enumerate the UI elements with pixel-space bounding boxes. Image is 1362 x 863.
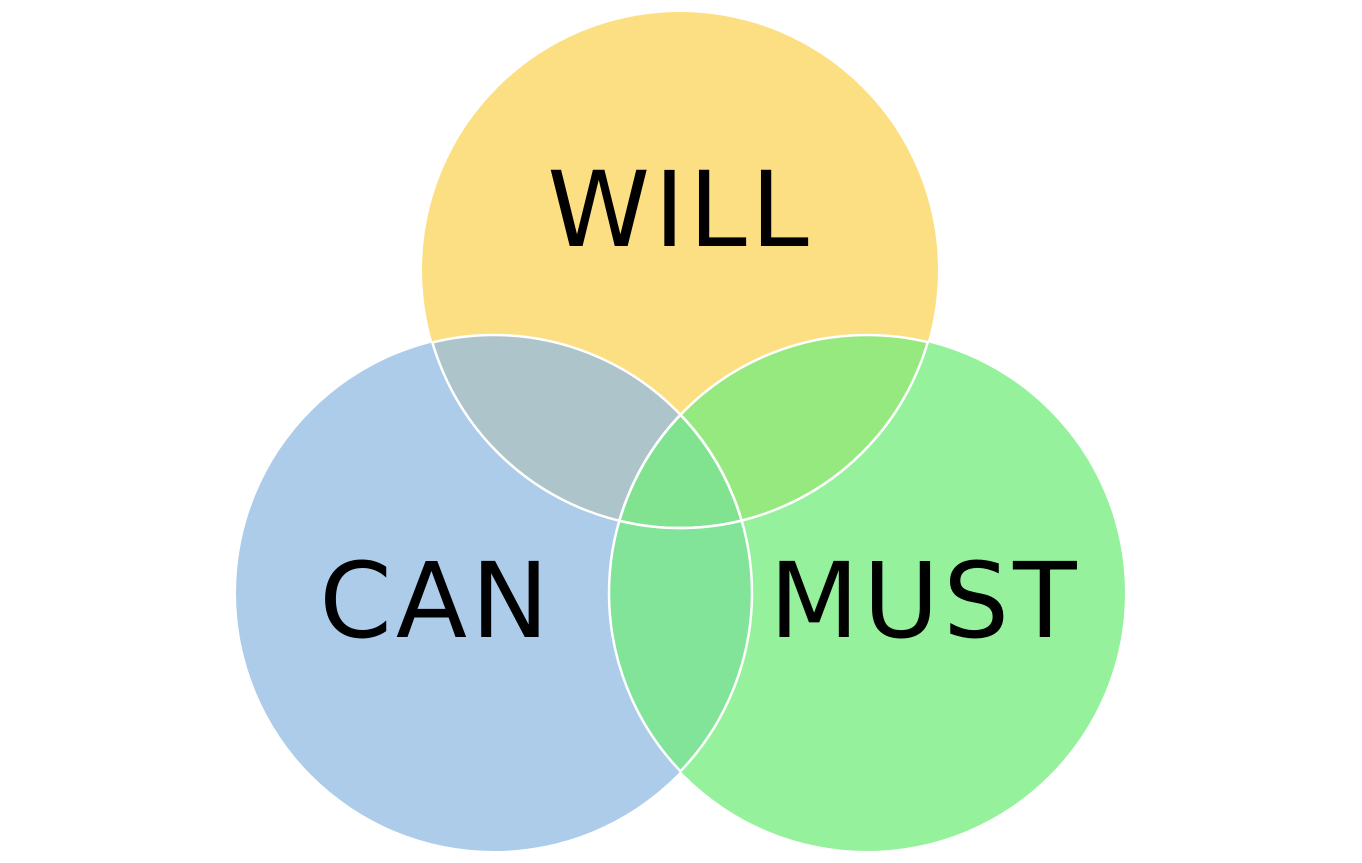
must-circle [609, 335, 1125, 851]
must-label: MUST [769, 540, 1080, 662]
can-circle [236, 335, 752, 851]
overlap-outlines [420, 333, 940, 851]
can-label: CAN [319, 540, 553, 662]
will-label: WILL [547, 149, 812, 271]
